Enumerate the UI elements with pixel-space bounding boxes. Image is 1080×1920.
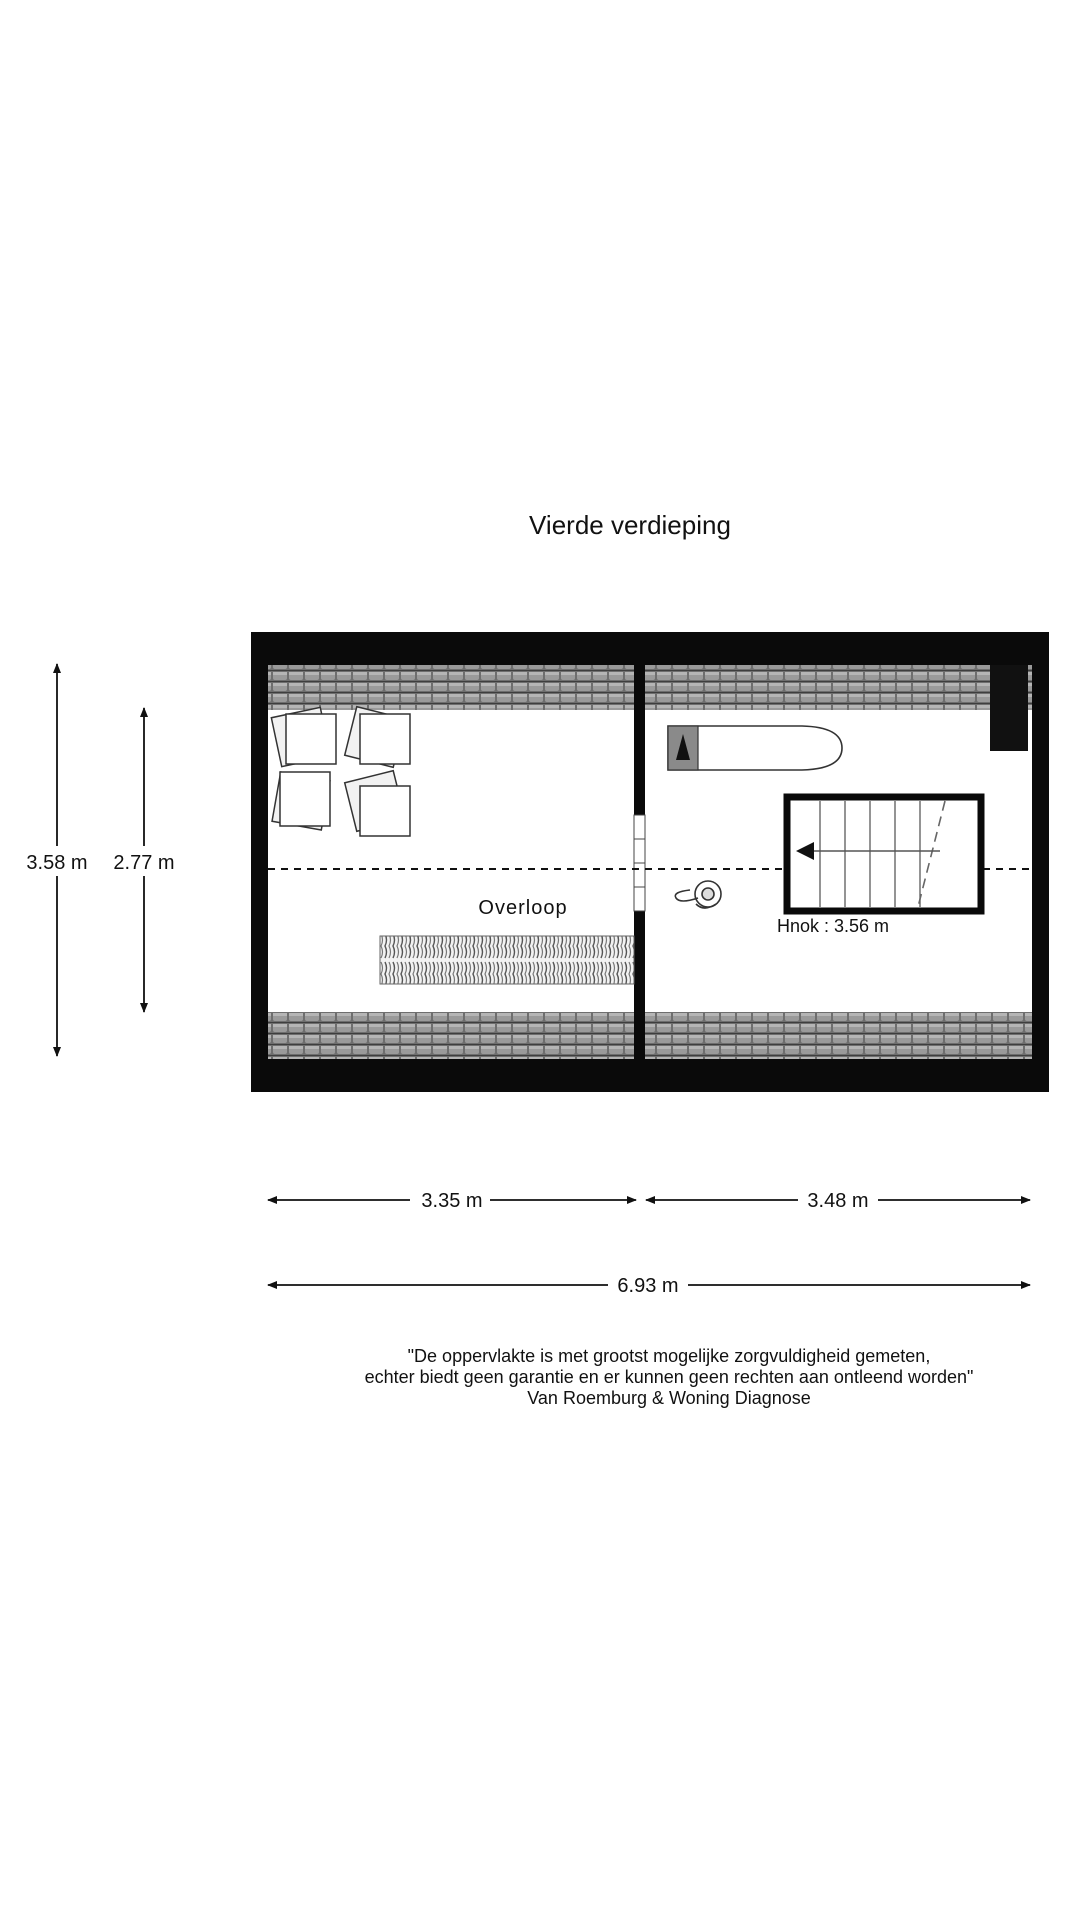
disclaimer-line-3: Van Roemburg & Woning Diagnose bbox=[527, 1388, 811, 1408]
vacuum-icon bbox=[674, 880, 722, 909]
chimney-block bbox=[990, 665, 1028, 751]
chair-icon bbox=[343, 769, 411, 837]
ridge-height-label: Hnok : 3.56 m bbox=[777, 916, 889, 936]
boat-icon bbox=[667, 725, 843, 771]
roof-tiles-top bbox=[268, 665, 1032, 710]
door-opening bbox=[633, 814, 646, 912]
dimension-height-inner: 2.77 m bbox=[113, 852, 174, 874]
disclaimer-line-2: echter biedt geen garantie en er kunnen … bbox=[365, 1367, 974, 1387]
table-chairs-group bbox=[270, 705, 411, 837]
roof-tiles-bottom bbox=[268, 1012, 1032, 1059]
room-label-overloop: Overloop bbox=[478, 897, 567, 919]
dimension-height-outer: 3.58 m bbox=[26, 852, 87, 874]
disclaimer-line-1: "De oppervlakte is met grootst mogelijke… bbox=[408, 1346, 931, 1366]
dimension-width-right: 3.48 m bbox=[807, 1190, 868, 1212]
stairwell bbox=[783, 793, 985, 915]
dimension-width-left: 3.35 m bbox=[421, 1190, 482, 1212]
radiator-icon bbox=[379, 935, 635, 985]
stair-arrow-icon bbox=[796, 842, 814, 860]
chair-icon bbox=[343, 705, 411, 769]
chair-icon bbox=[271, 771, 331, 831]
plan-title: Vierde verdieping bbox=[529, 510, 731, 540]
chair-icon bbox=[270, 706, 337, 768]
dimension-width-total: 6.93 m bbox=[617, 1275, 678, 1297]
